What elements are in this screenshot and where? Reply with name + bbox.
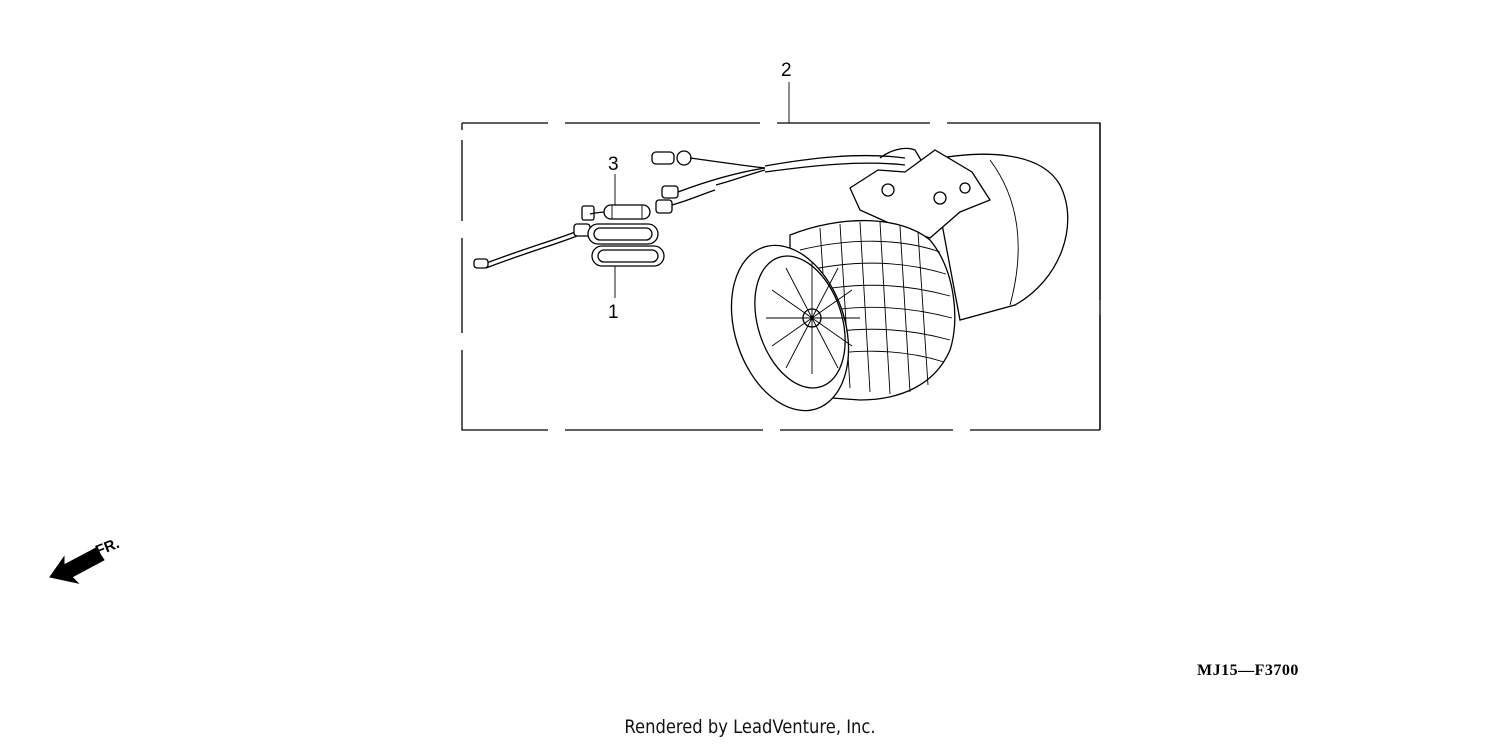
callout-1: 1 bbox=[608, 302, 619, 323]
leader-lines bbox=[614, 82, 790, 298]
callout-2: 2 bbox=[781, 60, 792, 81]
assembly-frame bbox=[461, 122, 1101, 431]
callout-3: 3 bbox=[608, 154, 619, 175]
horn-body bbox=[730, 149, 1069, 412]
fr-label: FR. bbox=[93, 535, 122, 560]
front-direction-marker: FR. bbox=[49, 535, 122, 584]
footer-credit: Rendered by LeadVenture, Inc. bbox=[624, 716, 876, 738]
spare-fuses bbox=[587, 223, 665, 267]
front-arrow-icon bbox=[49, 547, 105, 584]
radial-vanes bbox=[766, 262, 860, 374]
horn-cable bbox=[764, 147, 929, 173]
fuse-holder-wire bbox=[473, 150, 766, 269]
diagram-code: MJ15—F3700 bbox=[1197, 662, 1299, 679]
fuse bbox=[603, 204, 651, 220]
